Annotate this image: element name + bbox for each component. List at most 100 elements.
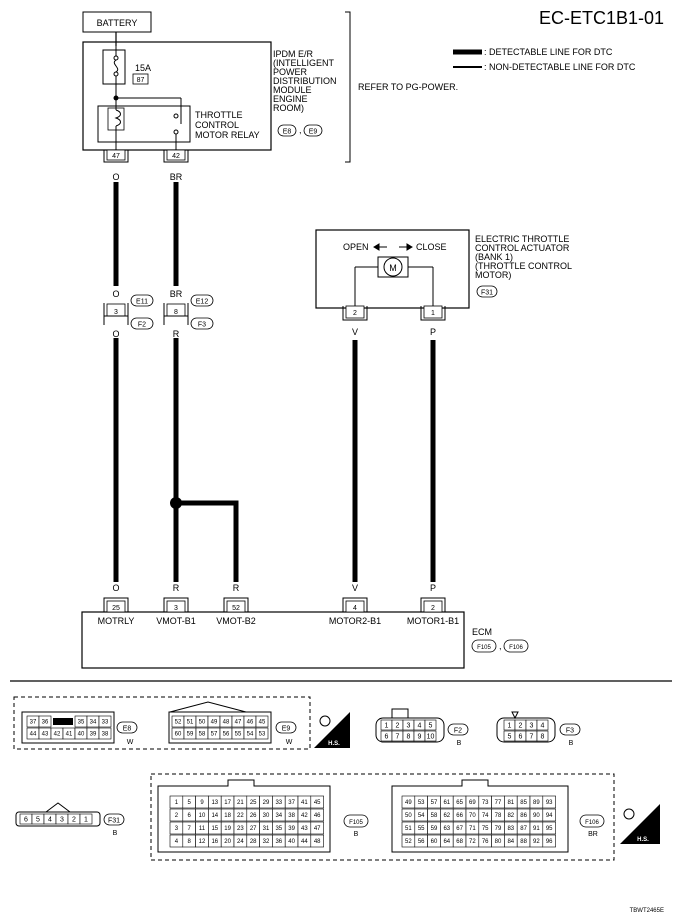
f106-id: F106 (585, 820, 599, 826)
actuator-label-1: ELECTRIC THROTTLE (475, 234, 569, 244)
hs-badge-1 (314, 712, 350, 748)
f3-terminal: 8 (541, 733, 545, 740)
connector-e12 (190, 294, 214, 307)
connector-f2 (130, 317, 154, 330)
f31-terminal: 2 (72, 816, 76, 823)
f106-terminal: 82 (507, 813, 514, 819)
f105-id-badge (343, 814, 369, 828)
f106-terminal: 70 (469, 813, 476, 819)
wire-color-o-mid: O (112, 289, 119, 299)
f105-terminal: 4 (175, 839, 179, 845)
f105-terminal: 38 (288, 813, 295, 819)
f105-terminal: 23 (237, 826, 244, 832)
f106-terminal: 65 (456, 800, 463, 806)
f2-terminal: 3 (407, 722, 411, 729)
f106-terminal: 94 (546, 813, 553, 819)
f105-terminal: 10 (199, 813, 206, 819)
f106-terminal: 60 (431, 839, 438, 845)
f105-terminal: 1 (175, 800, 179, 806)
ipdm-connector-e9 (303, 124, 323, 137)
e9-terminal: 54 (247, 732, 254, 738)
f2-cell (424, 730, 437, 742)
f31-id: F31 (108, 818, 120, 825)
e9-color: W (286, 739, 293, 746)
f105-terminal: 34 (275, 813, 282, 819)
f105-terminal: 42 (301, 813, 308, 819)
f105-terminal: 7 (188, 826, 192, 832)
f105-terminal: 48 (314, 839, 321, 845)
joint-pin-8-label: 8 (174, 309, 178, 316)
e8-terminal: 35 (78, 720, 85, 726)
f105-terminal: 26 (250, 813, 257, 819)
ecm-pin-52-label: 52 (232, 605, 240, 612)
f105-terminal: 8 (188, 839, 192, 845)
f106-terminal: 83 (507, 826, 514, 832)
wire-color-r-low: R (173, 329, 180, 339)
e8-e9-dashed-frame (13, 696, 311, 750)
actuator-label-2: CONTROL ACTUATOR (475, 243, 570, 253)
ecm-connector-f106 (503, 639, 529, 653)
f105-terminal: 22 (237, 813, 244, 819)
f105-terminal: 15 (211, 826, 218, 832)
f2-id: F2 (454, 728, 462, 735)
motor-symbol: M (389, 263, 397, 273)
e8-cell (98, 727, 112, 740)
actuator-pin-2 (342, 305, 368, 321)
f3-cell (536, 730, 549, 742)
close-arrow-icon (399, 243, 413, 251)
f106-terminal: 67 (456, 826, 463, 832)
f2-terminal: 9 (418, 733, 422, 740)
e8-cell (98, 715, 112, 728)
f105-cell (310, 808, 324, 822)
f31-terminal: 5 (36, 816, 40, 823)
f105-terminal: 25 (250, 800, 257, 806)
hs-badge-1-label: H.S. (328, 741, 340, 747)
f105-terminal: 40 (288, 839, 295, 845)
f105-terminal: 47 (314, 826, 321, 832)
wire-color-p: P (430, 327, 436, 337)
f105-terminal: 6 (188, 813, 192, 819)
f2-terminal: 2 (396, 722, 400, 729)
f106-terminal: 88 (520, 839, 527, 845)
e9-terminal: 49 (211, 720, 218, 726)
ecm-pin-2 (420, 597, 446, 613)
e9-terminal: 46 (247, 720, 254, 726)
legend-non-detectable: : NON-DETECTABLE LINE FOR DTC (484, 62, 636, 72)
f105-terminal: 5 (188, 800, 192, 806)
f3-terminal: 2 (519, 722, 523, 729)
ecm-pin-4 (342, 597, 368, 613)
f2-cell (424, 719, 437, 731)
actuator-pin-1 (420, 305, 446, 321)
e9-terminal: 53 (259, 732, 266, 738)
ipdm-label-5: MODULE (273, 85, 312, 95)
joint-pin-3 (103, 303, 129, 325)
e8-terminal: 38 (102, 732, 109, 738)
f106-terminal: 86 (520, 813, 527, 819)
f3-cell (536, 719, 549, 731)
f106-terminal: 54 (418, 813, 425, 819)
f106-terminal: 57 (431, 800, 438, 806)
e9-id: E9 (282, 726, 291, 733)
ecm-terminal-motor1-b1: MOTOR1-B1 (407, 616, 459, 626)
f106-terminal: 87 (520, 826, 527, 832)
f106-cell (542, 821, 556, 835)
actuator-open-label: OPEN (343, 242, 369, 252)
f106-terminal: 64 (443, 839, 450, 845)
ecm-label: ECM (472, 627, 492, 637)
f106-terminal: 63 (443, 826, 450, 832)
f105-cell (310, 795, 324, 809)
connector-f3 (190, 317, 214, 330)
ecm-connector-f105 (471, 639, 497, 653)
fuse-amp: 15A (135, 63, 151, 73)
e9-terminal: 59 (187, 732, 194, 738)
f105-terminal: 33 (275, 800, 282, 806)
f106-terminal: 93 (546, 800, 553, 806)
e8-terminal: 37 (30, 720, 37, 726)
wire-color-v-bottom: V (352, 583, 358, 593)
f2-terminal: 4 (418, 722, 422, 729)
fuse-number-box (132, 73, 149, 85)
f106-terminal: 52 (405, 839, 412, 845)
